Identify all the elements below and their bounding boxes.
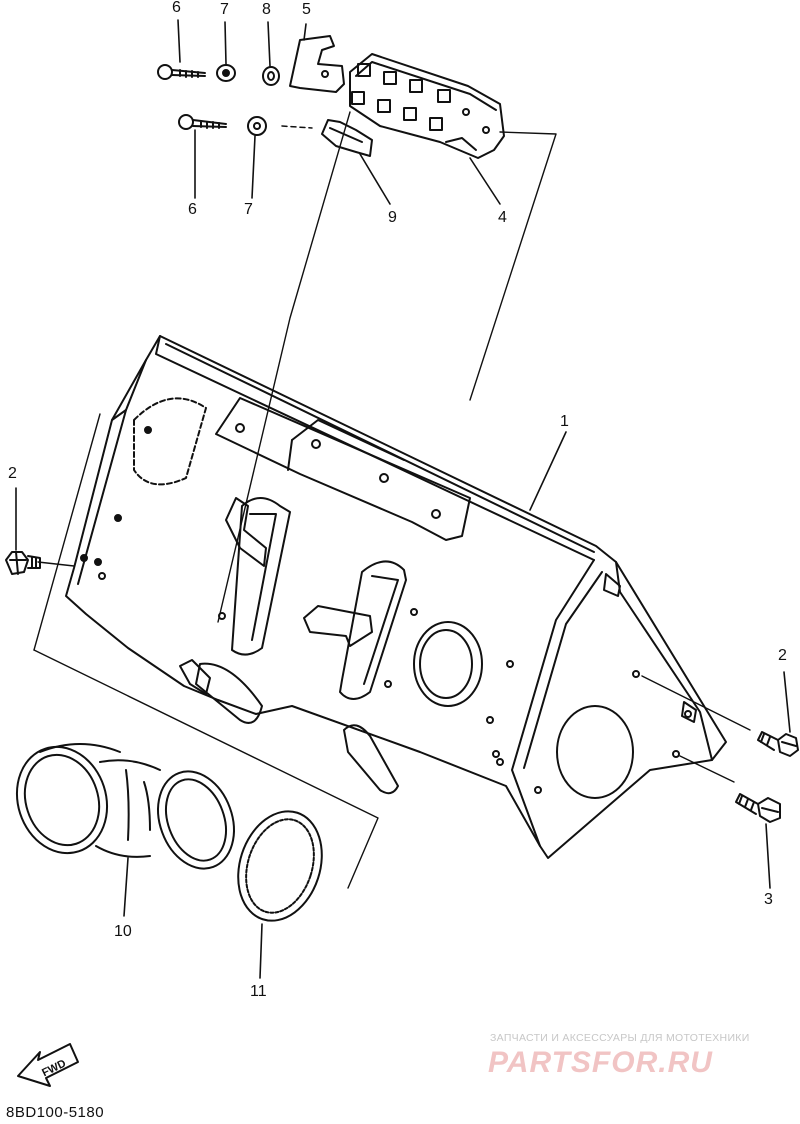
watermark-logo: PARTSFOR.RU [488, 1046, 713, 1079]
callout-8: 8 [262, 1, 271, 18]
callout-3: 3 [764, 891, 773, 908]
screw-part-6-upper [157, 64, 206, 80]
bolt-part-3 [735, 793, 781, 823]
callout-6-upper: 6 [172, 0, 181, 16]
bracket-part-5 [289, 35, 345, 93]
callout-4: 4 [498, 209, 507, 226]
connector-holder-part-4 [349, 53, 505, 159]
screw-part-6-lower [178, 114, 227, 130]
washer-part-7-upper [216, 64, 236, 82]
callout-6-lower: 6 [188, 201, 197, 218]
washer-part-7-lower [247, 116, 267, 136]
callout-5: 5 [302, 1, 311, 18]
intake-duct-part-10 [15, 743, 235, 870]
panel-part-1 [65, 335, 727, 859]
bolt-part-2-right [757, 731, 799, 757]
seal-ring-part-11 [237, 810, 323, 922]
callout-2-right: 2 [778, 647, 787, 664]
fwd-arrow-icon [17, 1043, 79, 1087]
callout-1: 1 [560, 413, 569, 430]
bolt-part-2-left [5, 551, 41, 575]
watermark-tagline: ЗАПЧАСТИ И АКСЕССУАРЫ ДЛЯ МОТОТЕХНИКИ [490, 1032, 750, 1044]
callout-2-left: 2 [8, 465, 17, 482]
diagram-part-code: 8BD100-5180 [6, 1104, 105, 1121]
fwd-label: FWD [40, 1058, 68, 1080]
collar-part-8 [262, 66, 280, 86]
callout-10: 10 [114, 923, 132, 940]
callout-7-lower: 7 [244, 201, 253, 218]
callout-9: 9 [388, 209, 397, 226]
callout-11: 11 [250, 983, 267, 1000]
clamp-part-9 [321, 119, 373, 157]
callout-7-upper: 7 [220, 1, 229, 18]
